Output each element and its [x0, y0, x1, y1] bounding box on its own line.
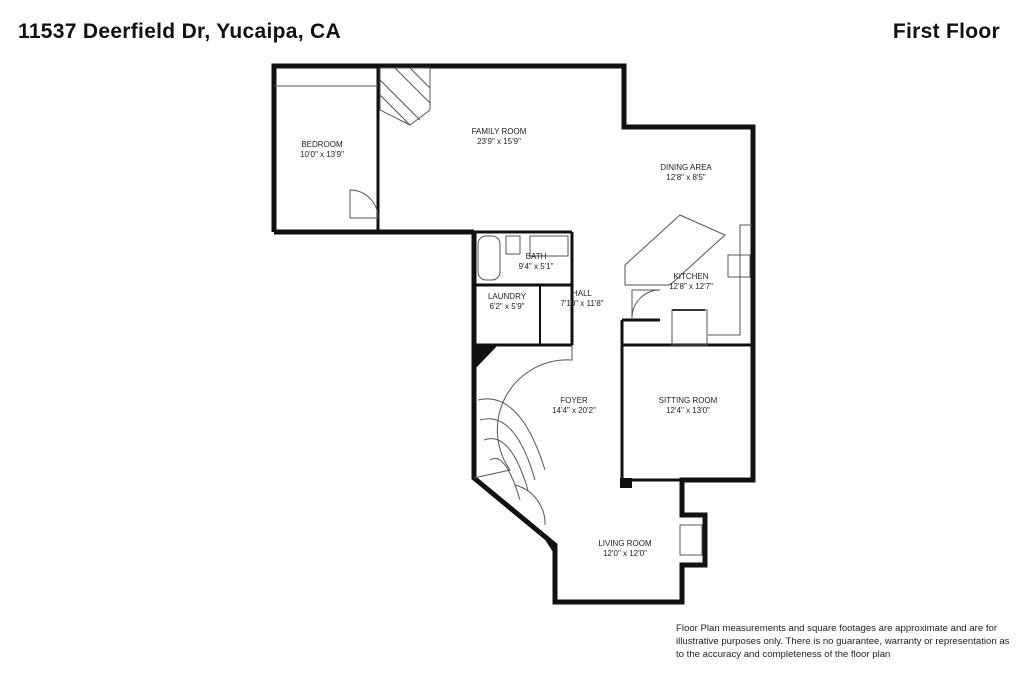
- room-name: HALL: [572, 289, 593, 298]
- room-name: FOYER: [560, 396, 588, 405]
- disclaimer: Floor Plan measurements and square foota…: [676, 623, 1010, 660]
- room-size: 7'10" x 11'8": [560, 299, 603, 308]
- wall-fills: [474, 345, 632, 555]
- room-size: 23'9" x 15'9": [477, 137, 521, 146]
- room-size: 12'8" x 8'5": [666, 173, 706, 182]
- room-name: LIVING ROOM: [598, 539, 652, 548]
- floor-label: First Floor: [892, 20, 1000, 43]
- room-name: LAUNDRY: [488, 292, 527, 301]
- room-name: BATH: [526, 252, 547, 261]
- room-name: FAMILY ROOM: [472, 127, 527, 136]
- room-size: 12'8" x 12'7": [669, 282, 713, 291]
- room-name: DINING AREA: [660, 163, 712, 172]
- room-size: 9'4" x 5'1": [519, 262, 554, 271]
- room-size: 12'4" x 13'0": [666, 406, 710, 415]
- room-size: 12'0" x 12'0": [603, 549, 647, 558]
- room-size: 14'4" x 20'2": [552, 406, 596, 415]
- walls: [271, 63, 756, 605]
- room-size: 6'2" x 5'9": [490, 302, 525, 311]
- room-name: SITTING ROOM: [659, 396, 718, 405]
- room-name: KITCHEN: [673, 272, 708, 281]
- room-name: BEDROOM: [301, 140, 343, 149]
- room-size: 10'0" x 13'9": [300, 150, 344, 159]
- fixtures: [274, 67, 752, 556]
- property-address: 11537 Deerfield Dr, Yucaipa, CA: [18, 20, 341, 43]
- room-labels: BEDROOM 10'0" x 13'9" FAMILY ROOM 23'9" …: [300, 127, 718, 558]
